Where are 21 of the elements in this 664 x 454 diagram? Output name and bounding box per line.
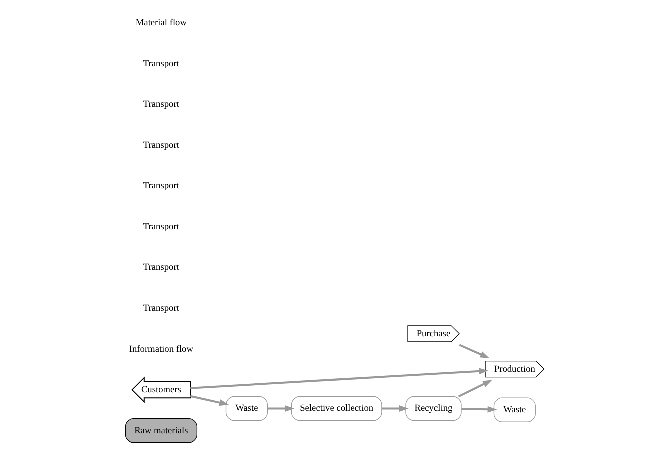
label: Material flow [135, 18, 186, 29]
arrow [461, 406, 497, 413]
node-box: Waste [493, 398, 536, 422]
label: Transport [142, 222, 179, 232]
label: Transport [142, 140, 179, 151]
arrow [458, 344, 490, 358]
arrow [190, 395, 229, 406]
arrow [382, 405, 408, 412]
node-box: Raw materials [124, 418, 198, 444]
label: Transport [142, 59, 179, 70]
label: Transport [142, 100, 179, 110]
arrow [267, 405, 294, 412]
label: Information flow [128, 344, 193, 355]
node-box: Selective collection [290, 396, 382, 422]
node-box: Recycling [405, 396, 462, 422]
label: Transport [142, 304, 179, 314]
arrow [190, 368, 488, 390]
arrow [458, 380, 492, 398]
node-box: Waste [225, 396, 268, 422]
label: Transport [142, 182, 179, 192]
label: Transport [142, 263, 179, 274]
